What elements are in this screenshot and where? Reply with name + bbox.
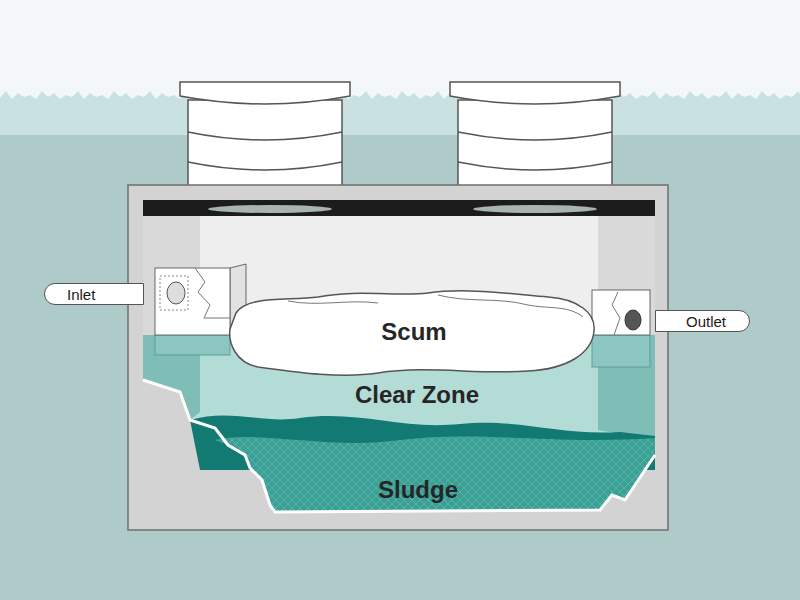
cutaway-edge bbox=[143, 380, 655, 512]
zone-label: Clear Zone bbox=[297, 378, 537, 412]
tank-cavity bbox=[143, 200, 655, 512]
layer-name: Clear Zone bbox=[355, 381, 479, 409]
pipe-label: Outlet bbox=[655, 310, 750, 332]
pipe-label: Inlet bbox=[44, 283, 144, 305]
scum-texture bbox=[288, 295, 583, 317]
outlet-baffle bbox=[592, 290, 650, 367]
riser-left bbox=[180, 82, 350, 190]
tank-shell bbox=[128, 185, 668, 530]
riser-right bbox=[450, 82, 620, 190]
pipe-name: Outlet bbox=[686, 313, 726, 330]
layer-name: Scum bbox=[381, 318, 446, 346]
zone-label: Sludge bbox=[318, 472, 518, 508]
scum-outline bbox=[230, 291, 594, 375]
layer-name: Sludge bbox=[378, 476, 458, 504]
riser-opening bbox=[473, 205, 597, 213]
grass-band bbox=[0, 91, 800, 135]
scum-layer: Scum bbox=[228, 283, 600, 380]
tank-ceiling bbox=[143, 200, 655, 216]
riser-opening bbox=[208, 205, 332, 213]
sky bbox=[0, 0, 800, 100]
sludge-body bbox=[215, 436, 655, 512]
pipe-name: Inlet bbox=[67, 286, 95, 303]
